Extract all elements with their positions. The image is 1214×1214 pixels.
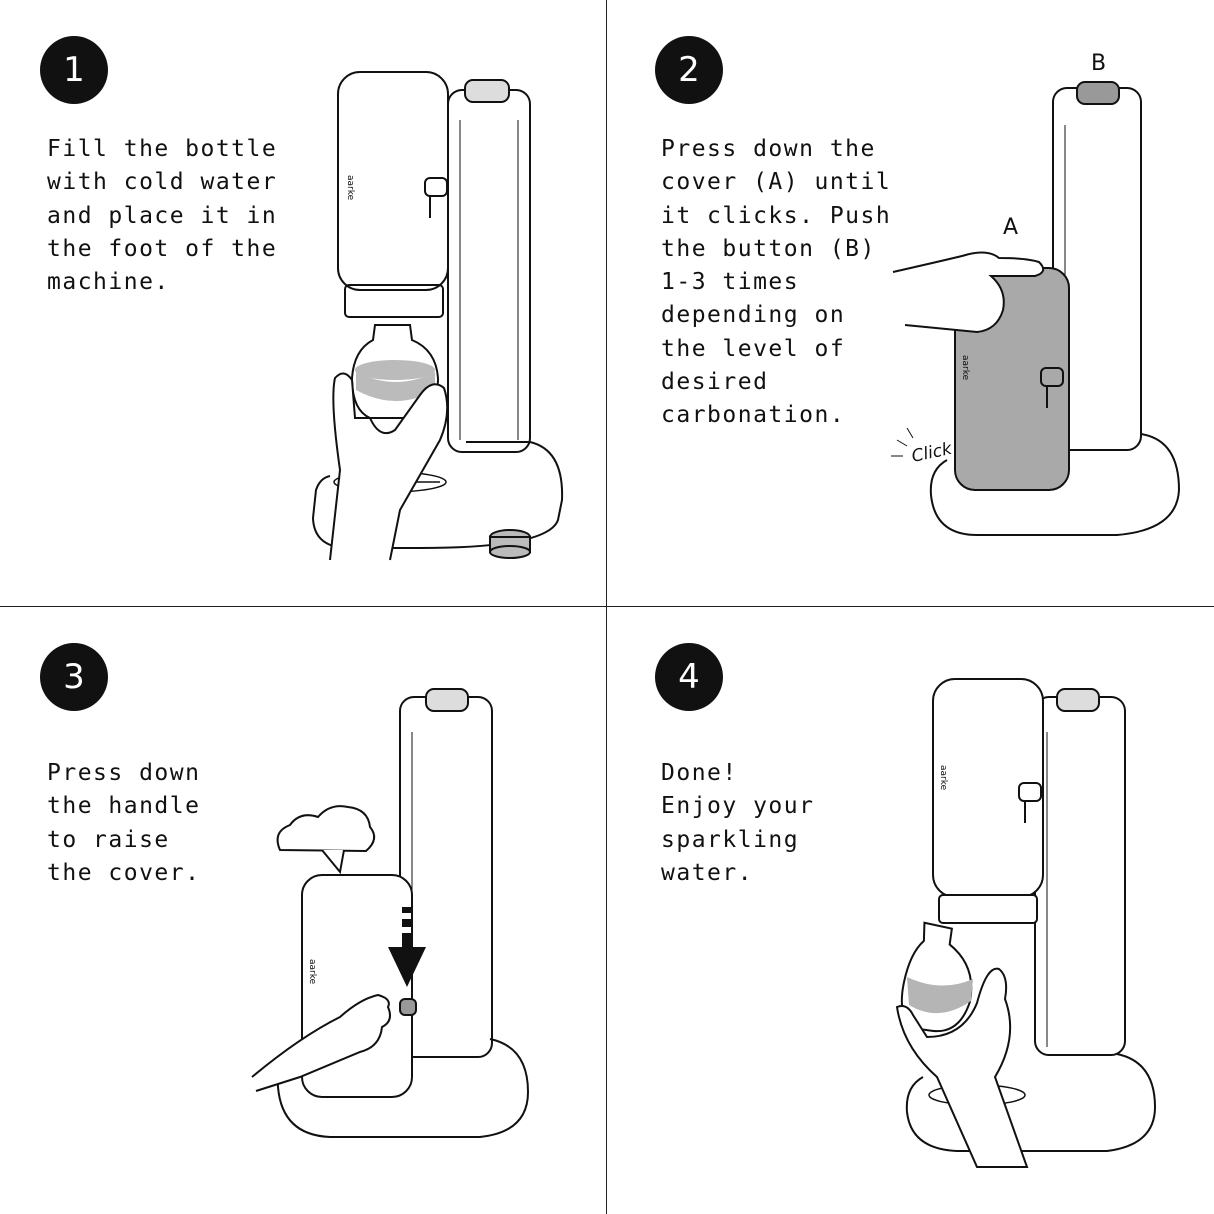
horizontal-divider: [0, 606, 1214, 607]
step-3-illustration: aarke: [251, 688, 530, 1138]
hand: [251, 993, 391, 1092]
hand: [329, 372, 449, 561]
bottle: [900, 921, 973, 1033]
carbonation-button: [425, 688, 469, 712]
step-3-panel: 3 Press down the handle to raise the cov…: [0, 607, 606, 1213]
carbonation-button: [464, 79, 510, 103]
step-1-illustration: aarke: [311, 71, 564, 561]
step-2-text: Press down the cover (A) until it clicks…: [661, 136, 892, 429]
step-4-panel: 4 Done! Enjoy your sparkling water. aark…: [607, 607, 1213, 1213]
click-label: Click: [910, 439, 955, 467]
vertical-divider: [606, 0, 607, 1214]
step-4-illustration: aarke: [895, 678, 1157, 1168]
brand-label: aarke: [938, 765, 948, 791]
hand: [895, 967, 1029, 1168]
step-1-text: Fill the bottle with cold water and plac…: [47, 136, 278, 296]
brand-label: aarke: [960, 355, 970, 381]
machine-cover: [932, 678, 1044, 898]
machine-base: [905, 1053, 1157, 1152]
step-2-panel: 2 Press down the cover (A) until it clic…: [607, 0, 1213, 606]
step-3-text: Press down the handle to raise the cover…: [47, 760, 201, 886]
step-4-text: Done! Enjoy your sparkling water.: [661, 760, 815, 886]
step-2-badge: 2: [655, 36, 723, 104]
label-b: B: [1091, 51, 1106, 76]
machine-base: [311, 441, 564, 549]
step-4-badge: 4: [655, 643, 723, 711]
carbonation-button: [1076, 81, 1120, 105]
step-2-illustration: B aarke A Click: [891, 51, 1181, 536]
brand-label: aarke: [345, 175, 355, 201]
down-arrow-icon: [402, 907, 412, 913]
machine-column: [1034, 696, 1126, 1056]
label-a: A: [1003, 215, 1018, 240]
machine-cover: [337, 71, 449, 291]
brand-label: aarke: [307, 959, 317, 985]
step-3-badge: 3: [40, 643, 108, 711]
carbonation-button: [1056, 688, 1100, 712]
air-cloud-icon: [276, 805, 376, 853]
step-1-panel: 1 Fill the bottle with cold water and pl…: [0, 0, 606, 606]
pressing-hand: [892, 251, 1045, 334]
machine-base: [929, 433, 1181, 536]
step-1-badge: 1: [40, 36, 108, 104]
